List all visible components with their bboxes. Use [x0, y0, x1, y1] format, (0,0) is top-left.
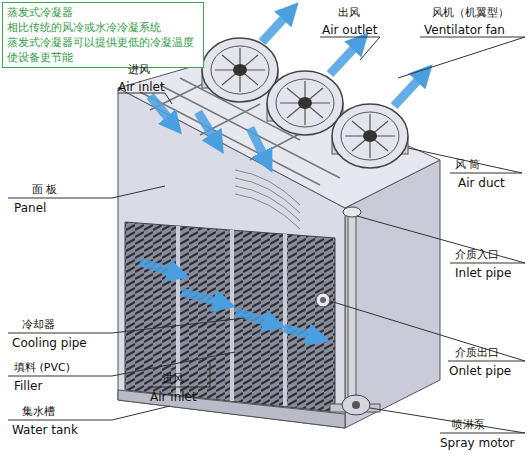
part-label: 风机（机翼型）: [432, 6, 509, 20]
fan: [332, 104, 408, 168]
part-label: 面 板: [32, 183, 58, 197]
fan: [267, 71, 343, 135]
part-label: Air inlet: [150, 390, 197, 404]
part-label: Air inlet: [118, 80, 165, 94]
part-label: Inlet pipe: [455, 266, 511, 280]
part-label: 冷却器: [22, 318, 55, 332]
part-label: 集水槽: [22, 405, 55, 419]
part-label: Air outlet: [322, 23, 377, 37]
note-box: 蒸发式冷凝器 相比传统的风冷或水冷冷凝系统 蒸发式冷凝器可以提供更低的冷凝温度 …: [2, 2, 204, 68]
part-label: Ventilator fan: [424, 23, 505, 37]
part-label: 进风: [162, 372, 184, 386]
fan: [202, 38, 278, 102]
part-label: Cooling pipe: [12, 336, 87, 350]
part-label: Water tank: [12, 423, 78, 437]
outlet-pipe: [316, 293, 330, 307]
part-label: 介质入口: [455, 248, 499, 262]
louver-posts: [178, 226, 285, 406]
panel-grille: [235, 170, 300, 229]
part-label: 填料 (PVC): [14, 361, 70, 375]
part-label: 喷淋泵: [452, 418, 485, 432]
part-label: Panel: [14, 201, 46, 215]
part-label: 出风: [338, 6, 360, 20]
leader-line: [8, 37, 525, 433]
spray-pump: [330, 395, 380, 415]
part-label: Filler: [14, 379, 42, 393]
part-label: Air duct: [458, 176, 505, 190]
part-label: 介质出口: [455, 346, 499, 360]
part-label: Onlet pipe: [449, 364, 511, 378]
water-tank: [118, 390, 345, 428]
inlet-pipe: [343, 207, 361, 402]
part-label: 进风: [128, 63, 150, 77]
filler-louvers: [125, 222, 335, 412]
part-label: Spray motor: [440, 436, 514, 450]
part-label: 风 筒: [455, 158, 481, 172]
top-face: [118, 60, 440, 208]
note-text: 蒸发式冷凝器 相比传统的风冷或水冷冷凝系统 蒸发式冷凝器可以提供更低的冷凝温度 …: [7, 5, 199, 65]
